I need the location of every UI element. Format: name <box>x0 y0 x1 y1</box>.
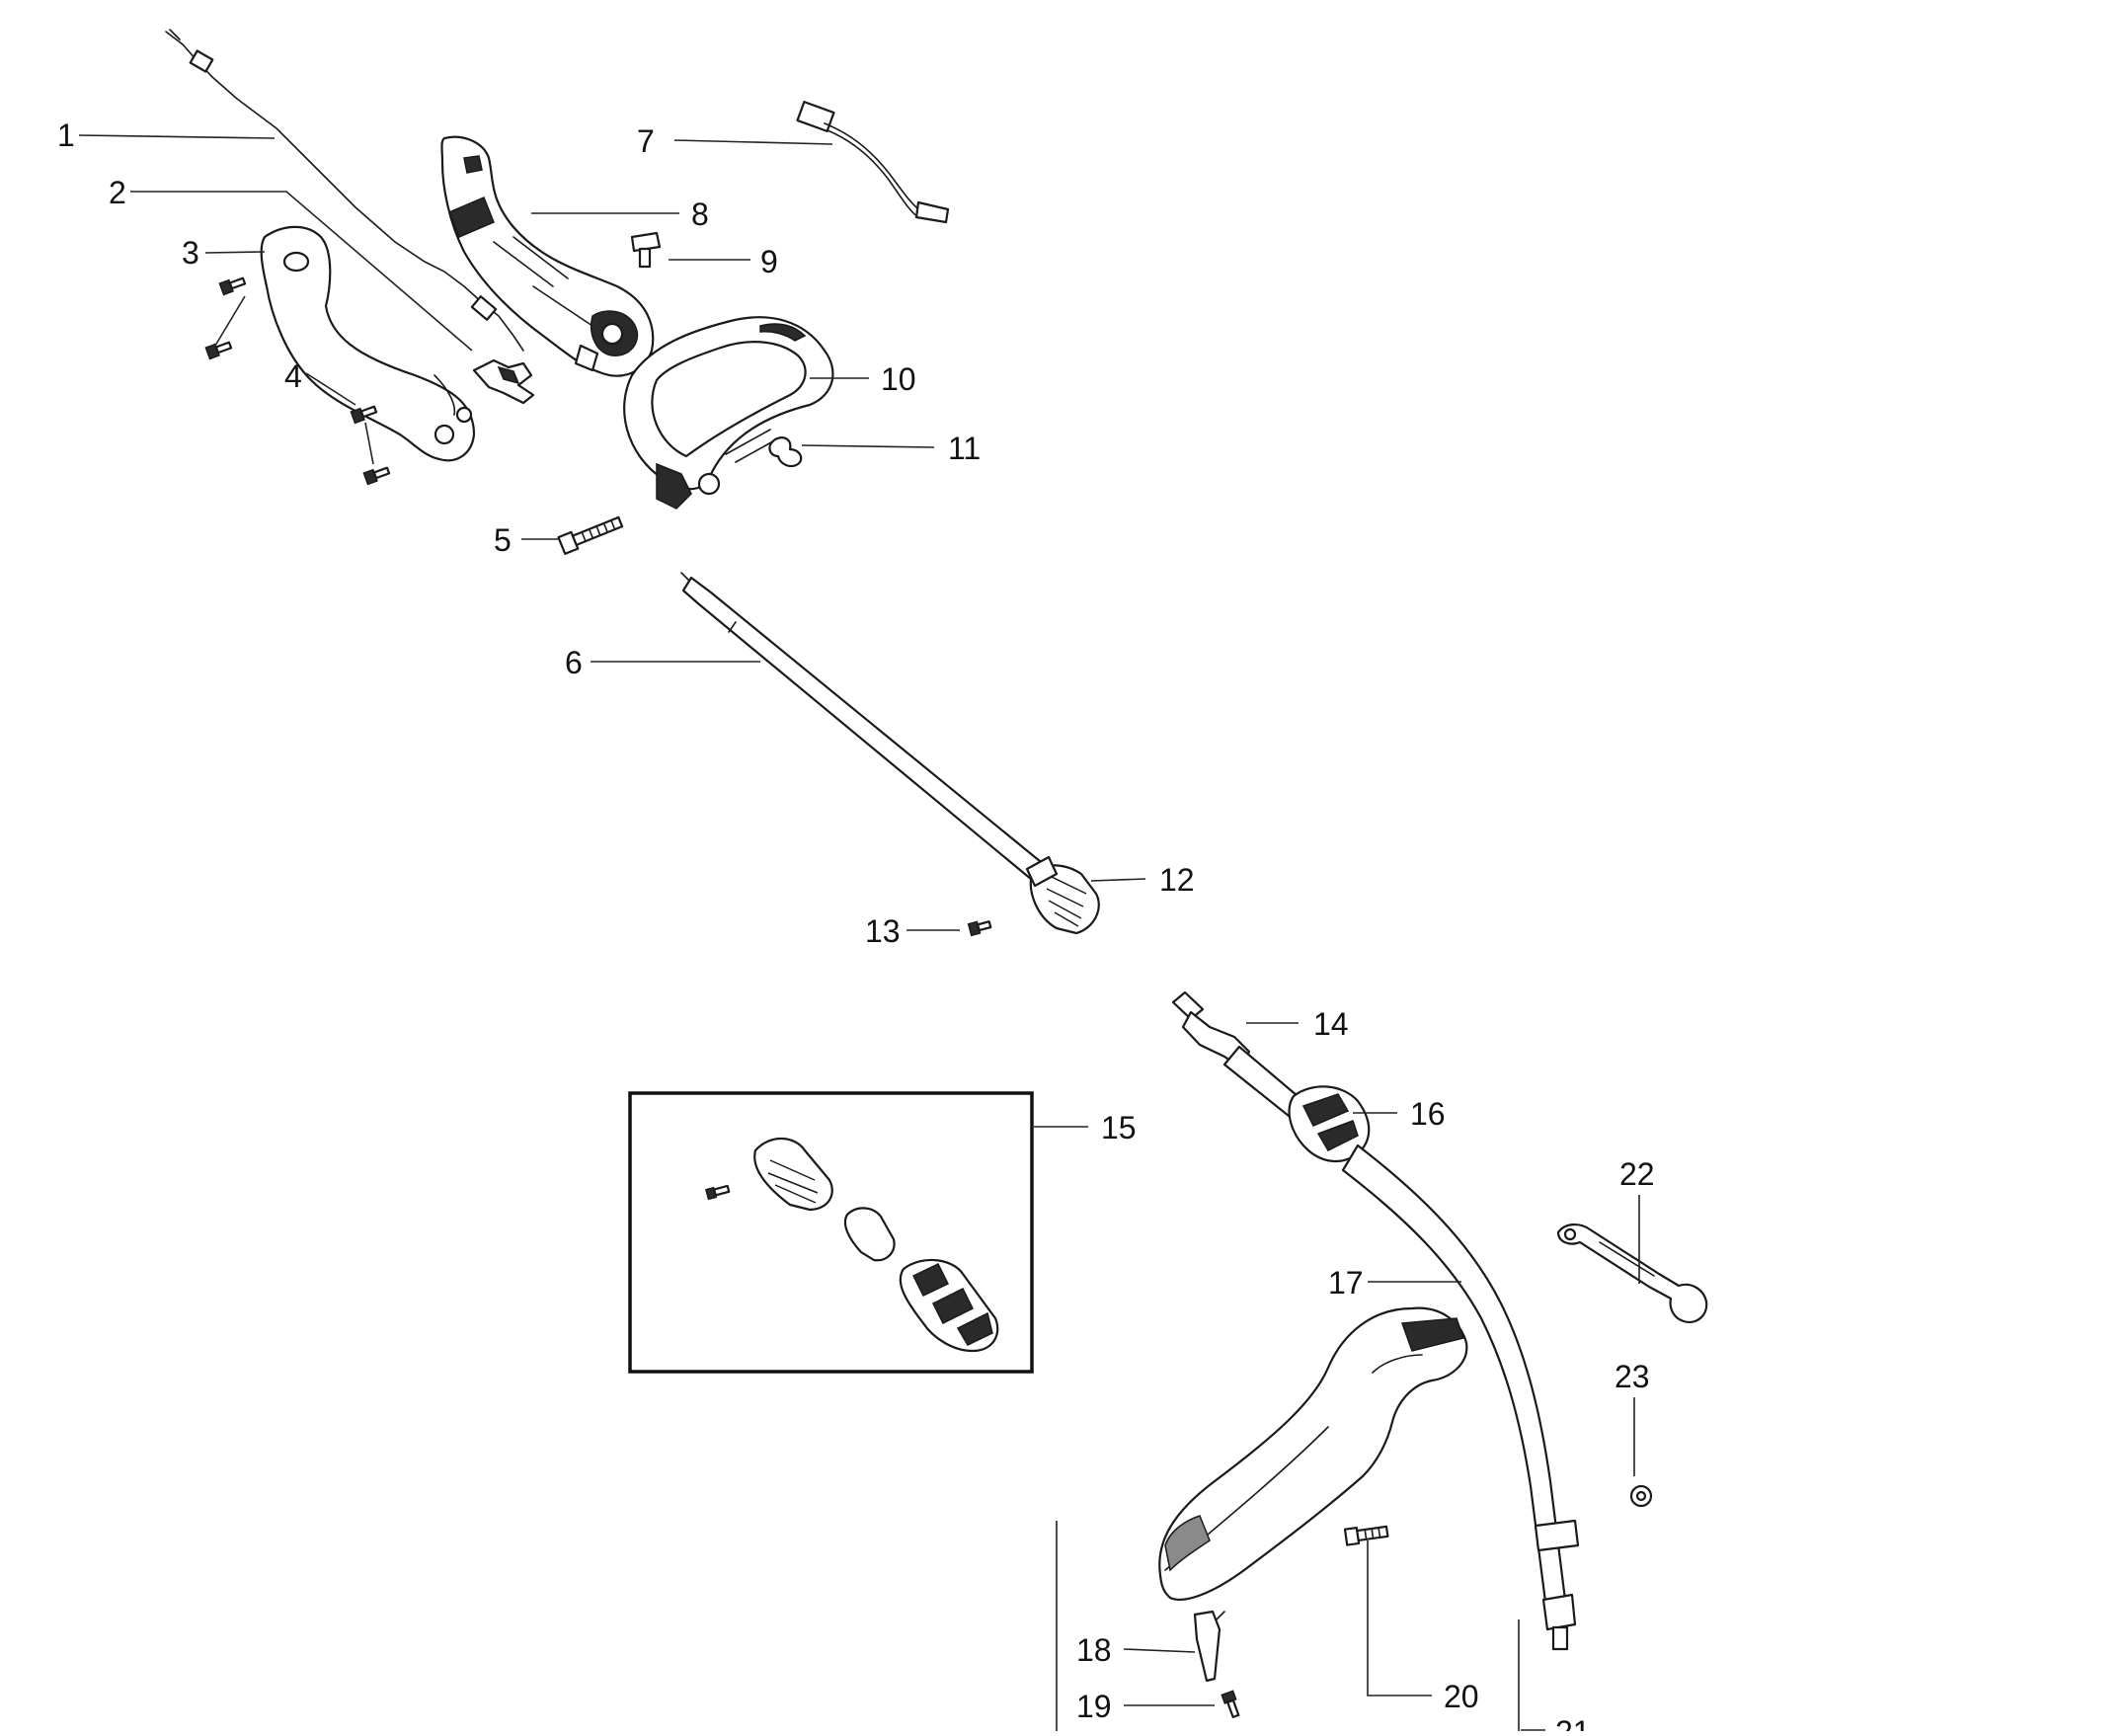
callout-11: 11 <box>948 431 981 466</box>
kit-coupler <box>753 1137 833 1212</box>
part-screws-4 <box>204 276 391 486</box>
part-loop-handle <box>623 316 834 510</box>
part-nut <box>1629 1484 1653 1508</box>
part-screw-19 <box>1221 1690 1240 1718</box>
part-wire-harness <box>796 101 950 224</box>
callout-13: 13 <box>865 913 901 949</box>
part-throttle-trigger <box>472 358 535 405</box>
callout-9: 9 <box>760 244 778 279</box>
callout-4: 4 <box>284 358 302 394</box>
part-bolt <box>557 515 624 555</box>
callout-7: 7 <box>637 123 655 159</box>
callout-labels: 1 2 3 4 5 6 7 8 9 10 11 12 13 14 15 16 1… <box>57 118 1655 1736</box>
callout-2: 2 <box>109 175 126 210</box>
callout-19: 19 <box>1076 1689 1112 1724</box>
callout-6: 6 <box>565 645 583 680</box>
callout-1: 1 <box>57 118 75 153</box>
part-coupler <box>1025 855 1100 935</box>
part-drive-shaft <box>680 572 1064 896</box>
part-handle-right-half <box>440 135 655 377</box>
callout-5: 5 <box>494 522 512 558</box>
callout-14: 14 <box>1313 1006 1349 1042</box>
part-knob <box>630 231 662 269</box>
callout-20: 20 <box>1444 1679 1479 1714</box>
part-guard <box>1158 1306 1468 1601</box>
callout-18: 18 <box>1076 1632 1112 1668</box>
part-handle-left-half <box>260 225 476 462</box>
leader-lines <box>78 134 1640 1731</box>
part-lower-shaft <box>1171 990 1580 1651</box>
part-bolt-20 <box>1343 1525 1389 1546</box>
part-kit-box <box>628 1091 1034 1374</box>
callout-12: 12 <box>1159 862 1195 898</box>
callout-22: 22 <box>1619 1156 1655 1192</box>
callout-8: 8 <box>691 197 709 232</box>
callout-23: 23 <box>1615 1359 1650 1394</box>
part-wrench <box>1556 1223 1708 1323</box>
callout-10: 10 <box>881 361 916 397</box>
part-clip <box>1193 1610 1225 1683</box>
callout-15: 15 <box>1101 1110 1137 1145</box>
part-throttle-cable <box>165 29 524 352</box>
kit-grip <box>899 1258 999 1353</box>
part-wing-nut <box>768 436 803 468</box>
callout-3: 3 <box>182 235 199 271</box>
kit-screw <box>704 1184 731 1201</box>
kit-sleeve <box>843 1207 896 1262</box>
part-screw-13 <box>967 920 992 937</box>
callout-21: 21 <box>1555 1714 1591 1731</box>
callout-16: 16 <box>1410 1096 1446 1132</box>
callout-17: 17 <box>1328 1265 1364 1301</box>
